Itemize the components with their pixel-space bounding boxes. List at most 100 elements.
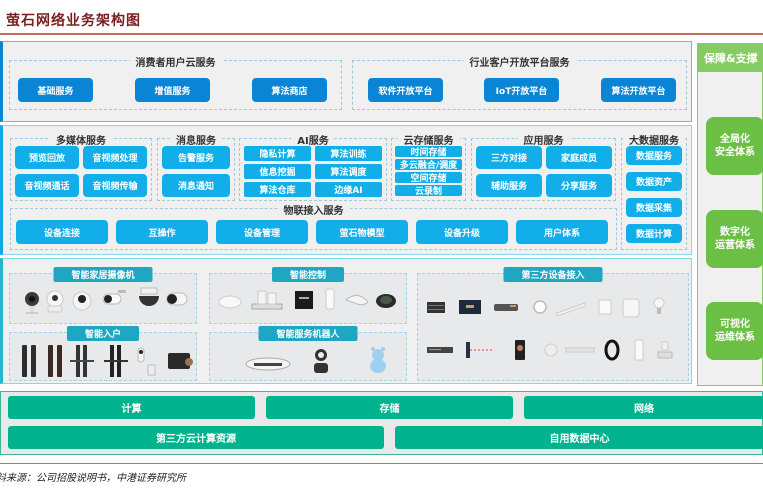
- third-party-cloud-button[interactable]: 第三方云计算资源: [8, 426, 384, 449]
- bigdata-label: 大数据服务: [623, 132, 685, 147]
- display-screen-icon: [459, 300, 481, 314]
- own-datacenter-button[interactable]: 自用数据中心: [395, 426, 763, 449]
- software-open-platform-button[interactable]: 软件开放平台: [368, 78, 443, 102]
- thermostat-icon: [634, 339, 644, 361]
- av-processing-button[interactable]: 音视频处理: [83, 146, 147, 169]
- iot-open-platform-button[interactable]: IoT开放平台: [484, 78, 559, 102]
- alarm-service-button[interactable]: 告警服务: [162, 146, 230, 169]
- algorithm-scheduling-button[interactable]: 算法调度: [315, 164, 382, 179]
- third-party-label: 第三方设备接入: [503, 267, 603, 282]
- cloud-storage-group: 云存储服务 时间存储 多云融合/调度 空间存储 云录制: [391, 132, 466, 201]
- dome-camera-icon: [72, 291, 92, 311]
- algorithm-training-button[interactable]: 算法训练: [315, 146, 382, 161]
- maintenance-system-line2: 运维体系: [715, 332, 755, 343]
- smart-display-icon: [657, 341, 673, 359]
- algorithm-repository-button[interactable]: 算法仓库: [244, 182, 311, 197]
- time-storage-button[interactable]: 时间存储: [395, 146, 462, 158]
- third-party-docking-button[interactable]: 三方对接: [476, 146, 542, 169]
- smart-camera-group: 智能家居摄像机: [9, 267, 197, 324]
- smart-lock-icon: [22, 345, 36, 377]
- source-note: 资料来源：公司招股说明书，中港证券研究所: [0, 473, 186, 484]
- device-upgrade-button[interactable]: 设备升级: [416, 220, 508, 244]
- space-storage-button[interactable]: 空间存储: [395, 172, 462, 184]
- video-doorbell-icon: [137, 347, 156, 376]
- industry-platform-label: 行业客户开放平台服务: [463, 54, 576, 69]
- third-party-devices: [427, 297, 673, 361]
- multimedia-group: 多媒体服务 预览回放 音视频处理 音视频通话 音视频传输: [10, 132, 152, 201]
- bullet-camera-icon: [102, 290, 126, 305]
- info-mining-button[interactable]: 信息挖掘: [244, 164, 311, 179]
- robot-vacuum-icon: [245, 357, 291, 371]
- face-terminal-icon: [515, 340, 525, 360]
- algorithm-open-platform-button[interactable]: 算法开放平台: [601, 78, 676, 102]
- bigdata-group: 大数据服务 数据服务 数据资产 数据采集 数据计算: [621, 132, 687, 250]
- preview-playback-button[interactable]: 预览回放: [15, 146, 79, 169]
- share-service-button[interactable]: 分享服务: [546, 174, 612, 197]
- smart-bulb-icon: [653, 297, 665, 314]
- data-asset-button[interactable]: 数据资产: [626, 172, 682, 191]
- smart-plug-icon: [218, 295, 242, 309]
- iot-access-group: 物联接入服务 设备连接 互操作 设备管理 萤石物模型 设备升级 用户体系: [10, 202, 617, 250]
- smart-entry-devices: [22, 345, 193, 377]
- kids-robot-bear-icon: [370, 347, 386, 373]
- network-button[interactable]: 网络: [524, 396, 763, 419]
- third-party-group: 第三方设备接入: [417, 267, 689, 381]
- message-notify-button[interactable]: 消息通知: [162, 174, 230, 197]
- barrier-sensor-icon: [466, 342, 493, 358]
- pan-tilt-camera-icon: [46, 290, 64, 313]
- platform-service-layer: 多媒体服务 预览回放 音视频处理 音视频通话 音视频传输 消息服务 告警服务 消…: [0, 125, 692, 255]
- device-connection-button[interactable]: 设备连接: [16, 220, 108, 244]
- security-system-line2: 安全体系: [715, 147, 755, 158]
- companion-robot-icon: [314, 349, 328, 373]
- ezviz-model-button[interactable]: 萤石物模型: [316, 220, 408, 244]
- ai-label: AI服务: [291, 132, 335, 147]
- algorithm-store-button[interactable]: 算法商店: [252, 78, 327, 102]
- service-robot-label: 智能服务机器人: [258, 326, 358, 341]
- sensor-icon: [325, 288, 335, 310]
- maintenance-system-button[interactable]: 可视化 运维体系: [706, 302, 763, 360]
- data-computing-button[interactable]: 数据计算: [626, 224, 682, 243]
- auxiliary-service-button[interactable]: 辅助服务: [476, 174, 542, 197]
- edge-ai-button[interactable]: 边缘AI: [315, 182, 382, 197]
- device-management-button[interactable]: 设备管理: [216, 220, 308, 244]
- lever-lock-icon: [70, 345, 94, 377]
- page-title: 萤石网络业务架构图: [6, 13, 141, 29]
- storage-button[interactable]: 存储: [266, 396, 513, 419]
- consumer-cloud-group: 消费者用户云服务 基础服务 增值服务 算法商店: [9, 54, 342, 110]
- operation-system-button[interactable]: 数字化 运营体系: [706, 210, 763, 268]
- message-label: 消息服务: [170, 132, 222, 147]
- av-call-button[interactable]: 音视频通话: [15, 174, 79, 197]
- smart-control-group: 智能控制: [209, 267, 407, 324]
- message-group: 消息服务 告警服务 消息通知: [157, 132, 235, 201]
- family-member-button[interactable]: 家庭成员: [546, 146, 612, 169]
- security-system-button[interactable]: 全局化 安全体系: [706, 117, 763, 175]
- data-service-button[interactable]: 数据服务: [626, 146, 682, 165]
- footer-divider: [0, 463, 763, 464]
- industry-platform-group: 行业客户开放平台服务 软件开放平台 IoT开放平台 算法开放平台: [352, 54, 687, 110]
- switch-box-icon: [494, 304, 518, 311]
- rack-recorder-icon: [427, 347, 453, 353]
- fitness-band-icon: [604, 339, 620, 361]
- basic-service-button[interactable]: 基础服务: [18, 78, 93, 102]
- cloud-service-layer: 消费者用户云服务 基础服务 增值服务 算法商店 行业客户开放平台服务 软件开放平…: [0, 41, 692, 122]
- gateway-icon: [251, 290, 283, 310]
- ai-group: AI服务 隐私计算 算法训练 信息挖掘 算法调度 算法仓库 边缘AI: [239, 132, 387, 201]
- av-transmission-button[interactable]: 音视频传输: [83, 174, 147, 197]
- consumer-cloud-label: 消费者用户云服务: [129, 54, 222, 69]
- interoperation-button[interactable]: 互操作: [116, 220, 208, 244]
- smoke-detector-icon: [533, 300, 547, 314]
- multi-cloud-button[interactable]: 多云融合/调度: [395, 159, 462, 171]
- bullet-camera-white-icon: [166, 292, 188, 306]
- pet-feeder-icon: [565, 347, 595, 353]
- compute-button[interactable]: 计算: [8, 396, 255, 419]
- hub-icon: [345, 295, 369, 306]
- cloud-recording-button[interactable]: 云录制: [395, 185, 462, 197]
- smart-lock-bronze-icon: [48, 345, 62, 377]
- multimedia-label: 多媒体服务: [50, 132, 112, 147]
- data-collection-button[interactable]: 数据采集: [626, 198, 682, 217]
- light-bar-icon: [555, 302, 587, 317]
- smart-control-label: 智能控制: [271, 267, 345, 282]
- value-added-service-button[interactable]: 增值服务: [135, 78, 210, 102]
- privacy-computing-button[interactable]: 隐私计算: [244, 146, 311, 161]
- user-system-button[interactable]: 用户体系: [516, 220, 608, 244]
